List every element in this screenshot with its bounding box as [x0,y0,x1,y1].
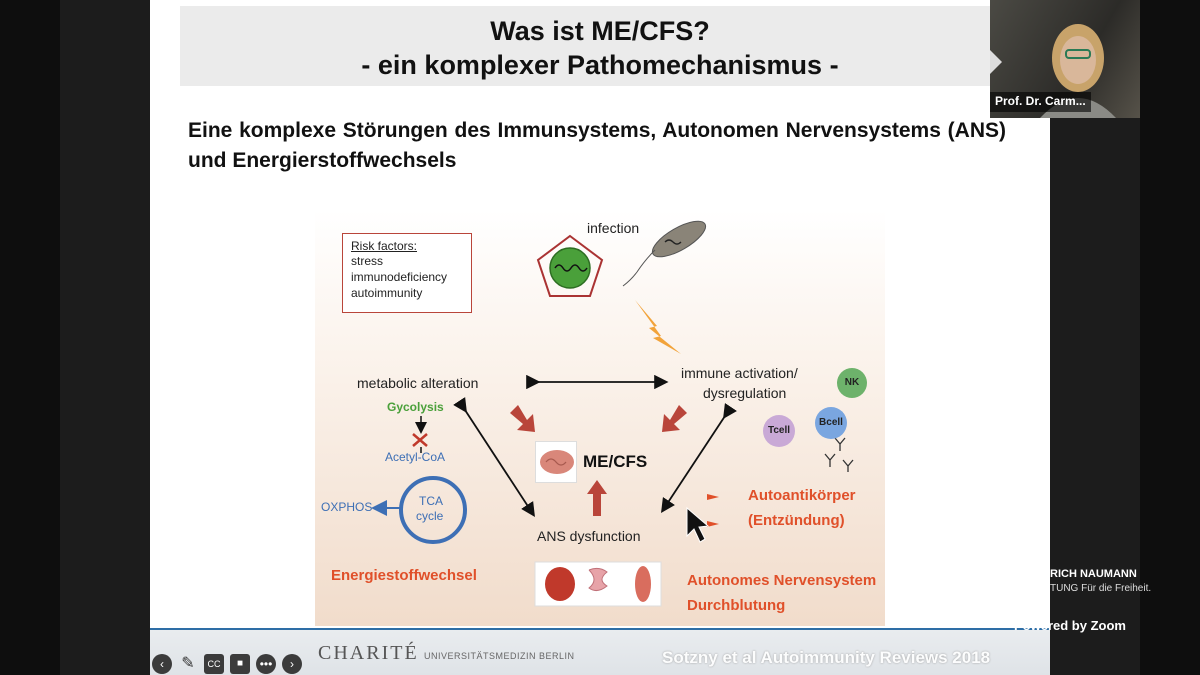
brain-icon [535,441,577,483]
red-arrow-up [587,480,607,516]
b-cell: Bcell [815,407,847,439]
tca-label: TCA [419,494,443,508]
charite-subtitle: UNIVERSITÄTSMEDIZIN BERLIN [424,651,575,661]
autoantibodies-label-2: (Entzündung) [748,512,845,529]
lightning-icon [635,300,681,354]
mouse-cursor [686,506,710,543]
captions-icon[interactable]: CC [204,654,224,674]
arrow-immune-ans [661,403,737,514]
citation: Sotzny et al Autoimmunity Reviews 2018 [662,648,991,667]
infection-label: infection [587,220,640,236]
red-arrow-left [510,405,535,432]
back-icon[interactable]: ‹ [152,654,172,674]
autoantibodies-label-1: Autoantikörper [748,487,856,504]
brand-overlay-2: TUNG Für die Freiheit. [1050,583,1152,594]
risk-item: immunodeficiency [351,270,448,284]
charite-logo: CHARITÉ [318,642,419,664]
risk-factors-title: Risk factors: [351,239,418,253]
red-arrow-right [662,405,687,432]
title-band: Was ist ME/CFS? - ein komplexer Pathomec… [180,6,1020,86]
slide-subtitle: Eine komplexe Störungen des Immunsystems… [188,119,1006,172]
mecfs-center-label: ME/CFS [583,452,648,471]
shared-slide: Was ist ME/CFS? - ein komplexer Pathomec… [150,0,1050,675]
slide-title: Was ist ME/CFS? [490,16,710,46]
immune-label-1: immune activation/ [681,365,798,381]
powered-by-zoom: Powered by Zoom [1014,618,1126,633]
t-cell: Tcell [763,415,795,447]
glycolysis-label: Gycolysis [387,400,444,414]
speaker-name-label: Prof. Dr. Carm... [990,92,1091,112]
ans-circulation-label-2: Durchblutung [687,597,786,614]
speaker-video-tile[interactable]: Prof. Dr. Carm... [990,0,1140,118]
immune-label-2: dysregulation [703,385,787,401]
more-icon[interactable]: ••• [256,654,276,674]
ans-circulation-label-1: Autonomes Nervensystem [687,572,877,589]
video-icon[interactable]: ■ [230,654,250,674]
bacterium-icon [622,220,707,287]
cycle-label: cycle [416,509,444,523]
arrow-metabolic-ans [453,397,535,518]
zoom-annotation-toolbar: ‹ ✎ CC ■ ••• › CHARITÉ UNIVERSITÄTSMEDIZ… [150,628,1050,675]
pathomechanism-diagram: Risk factors: stress immunodeficiency au… [315,210,885,626]
video-background [990,0,1140,118]
risk-factors-box: Risk factors: stress immunodeficiency au… [342,233,472,313]
energy-metabolism-label: Energiestoffwechsel [331,567,477,584]
diagram-graphics [371,220,854,607]
virus-icon [536,234,604,297]
nk-cell: NK [837,368,867,398]
forward-icon[interactable]: › [282,654,302,674]
brand-overlay-1: RICH NAUMANN [1050,568,1137,580]
risk-item: autoimmunity [351,286,423,300]
ans-dysfunction-label: ANS dysfunction [537,528,641,544]
oxphos-label: OXPHOS [321,500,373,514]
risk-item: stress [351,254,384,268]
acetyl-coa-label: Acetyl-CoA [385,450,446,464]
tca-cycle-ring [399,476,467,544]
left-margin [60,0,150,675]
slide-title-sub: - ein komplexer Pathomechanismus - [361,50,839,80]
pen-icon[interactable]: ✎ [181,655,195,672]
metabolic-label: metabolic alteration [357,375,479,391]
